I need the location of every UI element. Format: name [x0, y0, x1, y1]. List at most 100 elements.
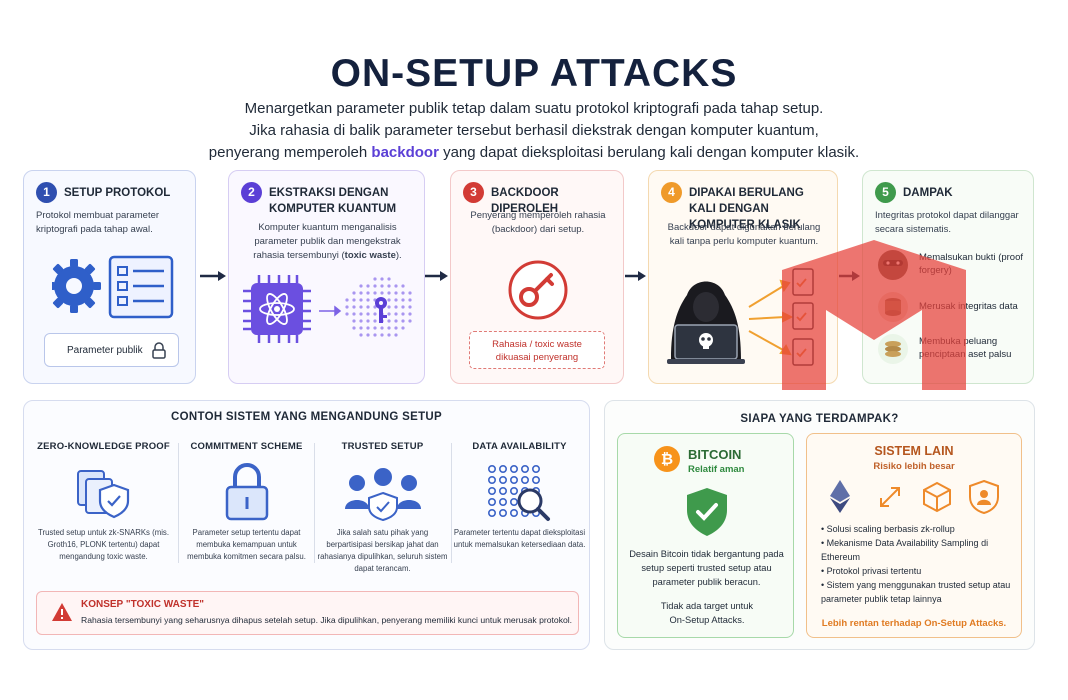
affected-section: SIAPA YANG TERDAMPAK? ₿ BITCOIN Relatif … — [604, 400, 1035, 650]
key-icon — [508, 260, 568, 320]
hacker-icon — [667, 281, 745, 364]
gear-checklist-icon — [52, 255, 174, 319]
key-icon — [375, 297, 387, 323]
flow-arrow — [625, 271, 646, 281]
step-description-pre: Komputer kuantum menganalisis parameter … — [253, 222, 401, 261]
example-title: DATA AVAILABILITY — [472, 441, 567, 452]
bullet-text: Protokol privasi tertentu — [826, 566, 922, 576]
step-1-card: 1 SETUP PROTOKOL Protokol membuat parame… — [23, 170, 196, 384]
step-description: Integritas protokol dapat dilanggar seca… — [875, 210, 1019, 235]
bullet-text: Solusi scaling berbasis zk-rollup — [826, 524, 955, 534]
group-icon — [345, 468, 421, 521]
step-number: 1 — [36, 182, 57, 203]
example-trusted-setup: TRUSTED SETUP Jika salah satu pihak yang… — [315, 441, 450, 573]
bullet-item: • Sistem yang menggunakan trusted setup … — [821, 580, 1011, 604]
example-title: COMMITMENT SCHEME — [190, 441, 303, 452]
example-description: Parameter setup tertentu dapat membuka k… — [187, 528, 306, 561]
toxic-waste-concept: KONSEP "TOXIC WASTE" Rahasia tersembunyi… — [36, 591, 579, 635]
page-title: ON-SETUP ATTACKS — [330, 52, 738, 95]
step-title: BACKDOOR DIPEROLEH — [491, 187, 559, 215]
other-status: Risiko lebih besar — [873, 461, 955, 472]
examples-section: CONTOH SISTEM YANG MENGANDUNG SETUP ZERO… — [23, 400, 590, 650]
other-note: Lebih rentan terhadap On-Setup Attacks. — [821, 618, 1007, 629]
bitcoin-status: Relatif aman — [688, 464, 745, 475]
step-title: SETUP PROTOKOL — [64, 187, 171, 199]
coins-icon — [878, 334, 908, 364]
step-title: EKSTRAKSI DENGAN KOMPUTER KUANTUM — [269, 187, 397, 215]
example-description: Trusted setup untuk zk-SNARKs (mis. Grot… — [38, 528, 169, 561]
flow-arrow — [200, 271, 226, 281]
cube-icon — [923, 481, 951, 513]
step-description: Penyerang memperoleh rahasia (backdoor) … — [470, 210, 606, 235]
step-3-card: 3 BACKDOOR DIPEROLEH Penyerang memperole… — [450, 170, 624, 384]
step-title: DIPAKAI BERULANG KALI DENGAN KOMPUTER KL… — [689, 187, 804, 231]
subtitle-line-3: penyerang memperoleh backdoor yang dapat… — [0, 142, 1068, 164]
subtitle-line-3-post: yang dapat dieksploitasi berulang kali d… — [438, 144, 860, 161]
toxic-waste-badge: Rahasia / toxic waste dikuasai penyerang — [469, 331, 605, 369]
badge-line-1: Rahasia / toxic waste — [492, 339, 582, 350]
example-description: Jika salah satu pihak yang berpartisipas… — [317, 528, 448, 573]
other-bullets: • Solusi scaling berbasis zk-rollup • Me… — [821, 522, 1017, 606]
warning-icon — [52, 603, 72, 621]
bitcoin-icon: ₿ — [654, 446, 680, 472]
other-title: SISTEM LAIN — [874, 444, 954, 458]
step-number: 5 — [875, 182, 896, 203]
example-description: Parameter tertentu dapat dieksploitasi u… — [453, 528, 586, 549]
ethereum-icon — [830, 480, 850, 513]
bitcoin-card: ₿ BITCOIN Relatif aman Desain Bitcoin ti… — [617, 433, 794, 638]
example-zkp: ZERO-KNOWLEDGE PROOF Trusted setup untuk… — [36, 441, 171, 571]
divider — [178, 443, 179, 563]
shield-document-icon — [77, 470, 130, 519]
bullet-text: Sistem yang menggunakan trusted setup at… — [821, 580, 1011, 604]
step-number: 2 — [241, 182, 262, 203]
svg-text:₿: ₿ — [661, 450, 673, 468]
section-title: CONTOH SISTEM YANG MENGANDUNG SETUP — [171, 411, 442, 423]
example-title: TRUSTED SETUP — [341, 441, 424, 452]
toxic-description: Rahasia tersembunyi yang seharusnya diha… — [81, 615, 573, 625]
subtitle-line-3-pre: penyerang memperoleh — [208, 144, 372, 161]
subtitle-line-1: Menargetkan parameter publik tetap dalam… — [244, 100, 824, 117]
quantum-chip-icon — [243, 275, 311, 343]
checklist-icon — [108, 255, 174, 319]
divider — [451, 443, 452, 563]
step-number: 4 — [661, 182, 682, 203]
lock-icon — [152, 342, 166, 359]
other-systems-card: SISTEM LAIN Risiko lebih besar • Solusi … — [806, 433, 1022, 638]
impact-label: Merusak integritas data — [919, 301, 1018, 312]
toxic-title: KONSEP "TOXIC WASTE" — [81, 599, 205, 610]
example-commitment: COMMITMENT SCHEME Parameter setup terten… — [179, 441, 314, 571]
section-title: SIAPA YANG TERDAMPAK? — [740, 413, 899, 425]
step-description: Protokol membuat parameter kriptografi p… — [36, 210, 160, 235]
bullet-item: • Mekanisme Data Availability Sampling d… — [821, 538, 989, 562]
step-number: 3 — [463, 182, 484, 203]
example-title: ZERO-KNOWLEDGE PROOF — [37, 441, 170, 452]
page-subtitle: Menargetkan parameter publik tetap dalam… — [0, 98, 1068, 164]
flow-arrow — [425, 271, 448, 281]
bitcoin-note: Tidak ada target untuk On-Setup Attacks. — [660, 601, 754, 625]
quantum-extraction-illustration — [243, 275, 412, 343]
step-description: Backdoor dapat digunakan berulang kali t… — [667, 222, 821, 247]
watermark-logo — [782, 240, 966, 390]
step-title: DAMPAK — [903, 187, 953, 199]
bullet-item: • Solusi scaling berbasis zk-rollup — [821, 524, 955, 534]
step-description: Komputer kuantum menganalisis parameter … — [241, 221, 414, 263]
badge-line-2: dikuasai penyerang — [495, 352, 579, 363]
bitcoin-description: Desain Bitcoin tidak bergantung pada set… — [629, 549, 784, 587]
step-2-card: 2 EKSTRAKSI DENGAN KOMPUTER KUANTUM Komp… — [228, 170, 425, 384]
divider — [314, 443, 315, 563]
bullet-item: • Protokol privasi tertentu — [821, 566, 922, 576]
bitcoin-title: BITCOIN — [688, 447, 742, 462]
parameter-badge: Parameter publik — [44, 333, 179, 367]
gear-icon — [52, 259, 101, 313]
user-shield-icon — [969, 480, 999, 514]
padlock-icon — [225, 463, 269, 521]
step-description-bold: toxic waste — [344, 250, 396, 261]
other-icons — [830, 480, 999, 514]
step-description-post: ). — [395, 250, 402, 261]
example-data-availability: DATA AVAILABILITY Parameter tertentu dap… — [452, 441, 587, 571]
subtitle-highlight: backdoor — [371, 144, 439, 161]
bullet-text: Mekanisme Data Availability Sampling di … — [821, 538, 989, 562]
parameter-badge-label: Parameter publik — [67, 345, 143, 356]
scale-arrows-icon — [880, 487, 900, 507]
magnifier-icon — [487, 464, 550, 521]
